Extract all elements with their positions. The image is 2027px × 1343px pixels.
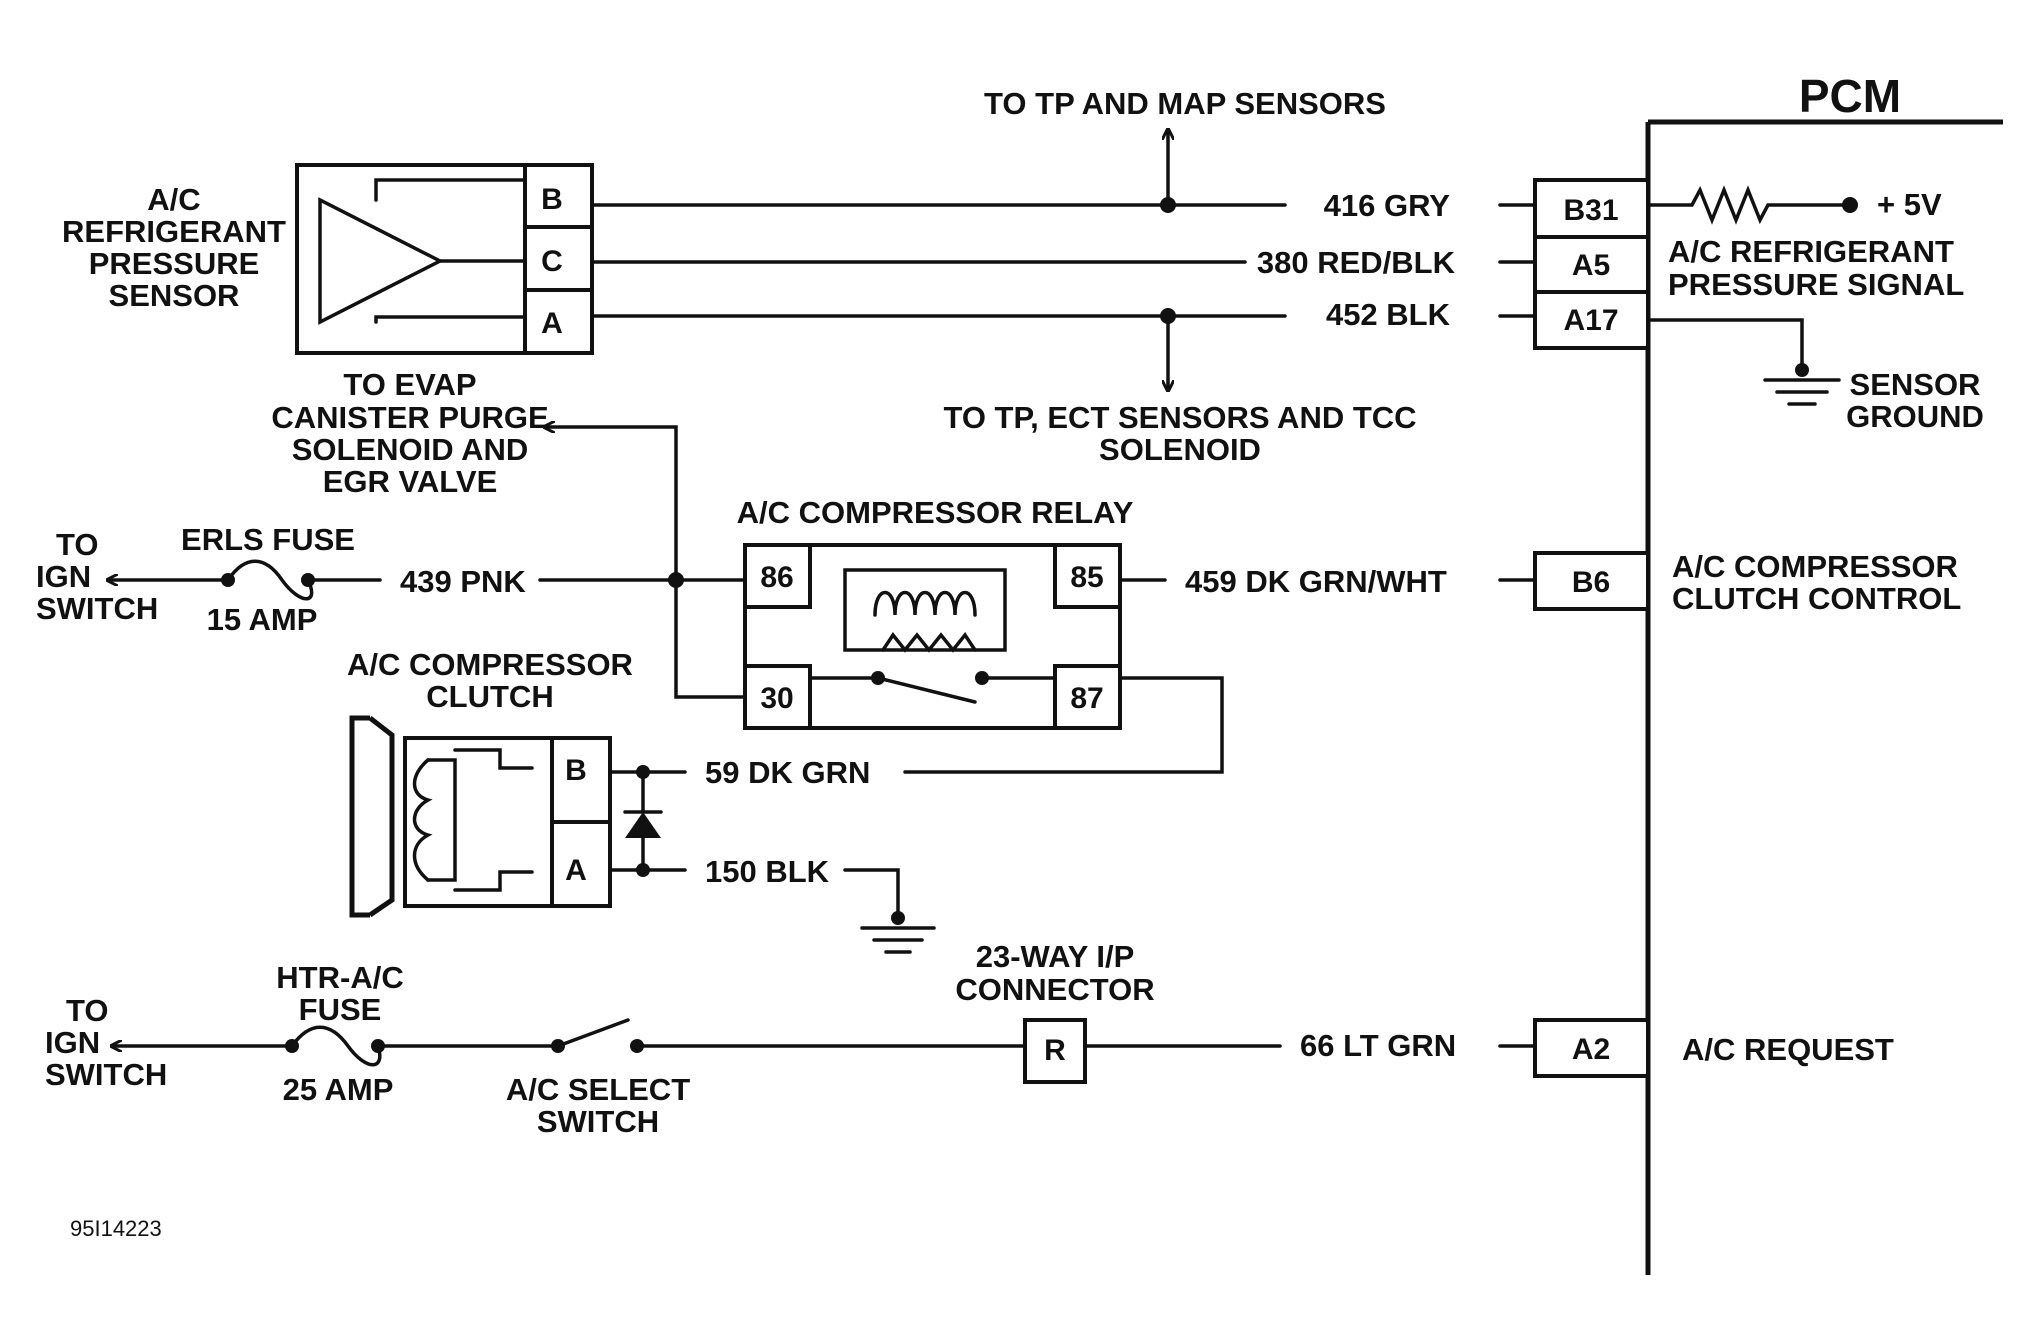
htr-amp-label: 25 AMP xyxy=(283,1072,394,1107)
clutch-ctrl-label-2: CLUTCH CONTROL xyxy=(1672,581,1961,616)
sensor-label-1: A/C xyxy=(147,182,200,217)
ground-symbol xyxy=(860,926,936,954)
plus5v-label: + 5V xyxy=(1877,187,1942,222)
sensor-ground-wire xyxy=(1646,318,1804,374)
connector-label-1: 23-WAY I/P xyxy=(976,939,1135,974)
wire-380-label: 380 RED/BLK xyxy=(1257,245,1456,280)
ign-bot-label-1: TO xyxy=(66,993,109,1028)
sensor-label-2: REFRIGERANT xyxy=(62,214,286,249)
wire-59-label: 59 DK GRN xyxy=(705,755,870,790)
wire-452-label: 452 BLK xyxy=(1326,297,1451,332)
erls-fuse xyxy=(226,559,314,601)
clutch-pin-b: B xyxy=(565,754,587,787)
clutch-ctrl-label-1: A/C COMPRESSOR xyxy=(1672,549,1958,584)
pcm-pin-a17: A17 xyxy=(1563,304,1618,337)
ign-top-label-1: TO xyxy=(56,527,99,562)
sensor-pin-b: B xyxy=(541,183,563,216)
refrigerant-pressure-sensor xyxy=(295,163,594,355)
htr-fuse-label-2: FUSE xyxy=(299,992,382,1027)
wire-150-label: 150 BLK xyxy=(705,854,830,889)
clamping-diode xyxy=(623,770,663,872)
clutch-label-1: A/C COMPRESSOR xyxy=(347,647,633,682)
compressor-relay xyxy=(743,543,1122,730)
relay-pin-86: 86 xyxy=(760,561,793,594)
ign-bot-label-2: IGN xyxy=(45,1025,100,1060)
wire-459-label: 459 DK GRN/WHT xyxy=(1185,564,1447,599)
to-evap-label-1: TO EVAP xyxy=(343,367,476,402)
junction-dot xyxy=(1842,197,1858,213)
to-tp-ect-label-1: TO TP, ECT SENSORS AND TCC xyxy=(943,400,1416,435)
relay-87-wire xyxy=(903,676,1224,774)
ign-bot-label-3: SWITCH xyxy=(45,1057,167,1092)
htr-fuse-label-1: HTR-A/C xyxy=(276,960,403,995)
wire-66-label: 66 LT GRN xyxy=(1300,1028,1456,1063)
clutch-pin-a: A xyxy=(565,854,587,887)
pcm-pin-a2: A2 xyxy=(1572,1033,1610,1066)
to-tp-ect-label-2: SOLENOID xyxy=(1099,432,1261,467)
to-evap-label-3: SOLENOID AND xyxy=(292,432,529,467)
relay-pin-87: 87 xyxy=(1070,682,1103,715)
htr-fuse xyxy=(290,1025,382,1067)
clutch-label-2: CLUTCH xyxy=(426,679,553,714)
sensor-label-3: PRESSURE xyxy=(89,246,260,281)
wire-416-label: 416 GRY xyxy=(1324,188,1451,223)
conn-pin-r: R xyxy=(1044,1034,1066,1067)
ac-select-label-2: SWITCH xyxy=(537,1104,659,1139)
sensor-pin-a: A xyxy=(541,307,563,340)
pcm-connector-b6 xyxy=(1533,551,1650,611)
ip-connector-r xyxy=(1023,1018,1087,1084)
pullup-resistor xyxy=(1646,185,1852,225)
pcm-pin-b31: B31 xyxy=(1563,194,1618,227)
ac-select-switch xyxy=(551,1018,644,1053)
to-tp-map-label: TO TP AND MAP SENSORS xyxy=(984,86,1386,121)
ign-top-label-3: SWITCH xyxy=(36,591,158,626)
to-evap-label-4: EGR VALVE xyxy=(323,464,498,499)
refsig-label-1: A/C REFRIGERANT xyxy=(1668,234,1954,269)
erls-fuse-label: ERLS FUSE xyxy=(181,522,355,557)
ign-top-label-2: IGN xyxy=(36,559,91,594)
sensor-pin-c: C xyxy=(541,245,563,278)
sensor-ground-label-1: SENSOR xyxy=(1850,367,1981,402)
evap-feed-wire xyxy=(545,427,678,582)
pcm-title: PCM xyxy=(1799,70,1901,122)
pcm-connector-a2 xyxy=(1533,1018,1650,1078)
wire-439-label: 439 PNK xyxy=(400,564,526,599)
compressor-clutch xyxy=(349,715,612,918)
pcm-connector-top xyxy=(1533,178,1650,350)
to-evap-label-2: CANISTER PURGE xyxy=(271,400,548,435)
ground-symbol xyxy=(1763,378,1841,406)
sensor-ground-label-2: GROUND xyxy=(1846,399,1984,434)
relay-pin-30: 30 xyxy=(760,682,793,715)
ac-request-label: A/C REQUEST xyxy=(1682,1032,1894,1067)
ac-select-label-1: A/C SELECT xyxy=(506,1072,690,1107)
relay-label: A/C COMPRESSOR RELAY xyxy=(737,495,1134,530)
pcm-pin-b6: B6 xyxy=(1572,566,1610,599)
erls-amp-label: 15 AMP xyxy=(207,602,318,637)
connector-label-2: CONNECTOR xyxy=(955,972,1154,1007)
pcm-pin-a5: A5 xyxy=(1572,249,1610,282)
figure-id: 95I14223 xyxy=(70,1216,162,1241)
refsig-label-2: PRESSURE SIGNAL xyxy=(1668,267,1964,302)
sensor-label-4: SENSOR xyxy=(109,278,240,313)
relay-pin-85: 85 xyxy=(1070,561,1103,594)
